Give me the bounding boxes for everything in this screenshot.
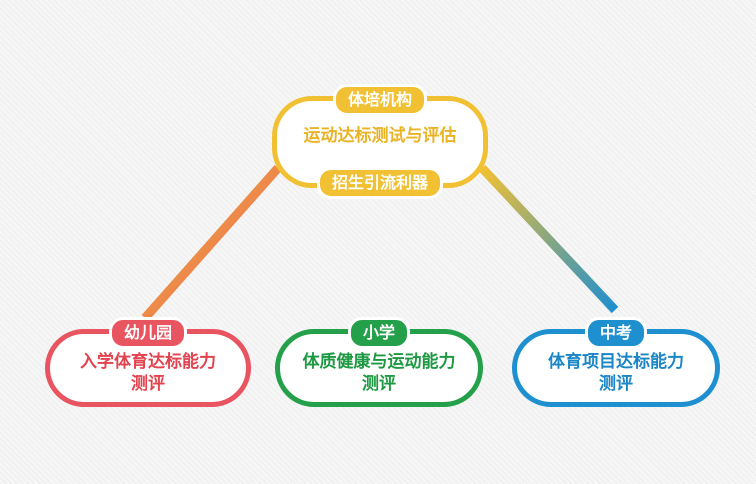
node-middle-line2: 测评 — [599, 374, 633, 394]
node-middle-description: 体育项目达标能力 测评 — [517, 351, 715, 395]
tag-primary-school: 小学 — [347, 317, 411, 349]
tag-enrollment-tool: 招生引流利器 — [316, 167, 444, 199]
node-primary-school: 小学 体质健康与运动能力 测评 — [275, 317, 483, 407]
node-middle-line1: 体育项目达标能力 — [548, 352, 684, 372]
connector-top-kindergarten — [141, 165, 282, 321]
node-primary-line2: 测评 — [362, 374, 396, 394]
tag-middle-school-exam: 中考 — [584, 317, 648, 349]
node-middle-school-exam: 中考 体育项目达标能力 测评 — [512, 317, 720, 407]
node-kindergarten-line1: 入学体育达标能力 — [80, 352, 216, 372]
node-top-description: 运动达标测试与评估 — [303, 126, 457, 146]
node-kindergarten-line2: 测评 — [131, 374, 165, 394]
node-primary-description: 体质健康与运动能力 测评 — [280, 351, 478, 395]
tag-sports-training-institution: 体培机构 — [332, 84, 428, 116]
node-kindergarten-description: 入学体育达标能力 测评 — [50, 351, 246, 395]
node-kindergarten: 幼儿园 入学体育达标能力 测评 — [45, 317, 251, 407]
connector-top-middle — [478, 164, 619, 314]
tag-kindergarten: 幼儿园 — [108, 317, 188, 349]
node-sports-training-institution: 体培机构 运动达标测试与评估 招生引流利器 — [272, 84, 488, 199]
node-primary-line1: 体质健康与运动能力 — [302, 352, 456, 372]
